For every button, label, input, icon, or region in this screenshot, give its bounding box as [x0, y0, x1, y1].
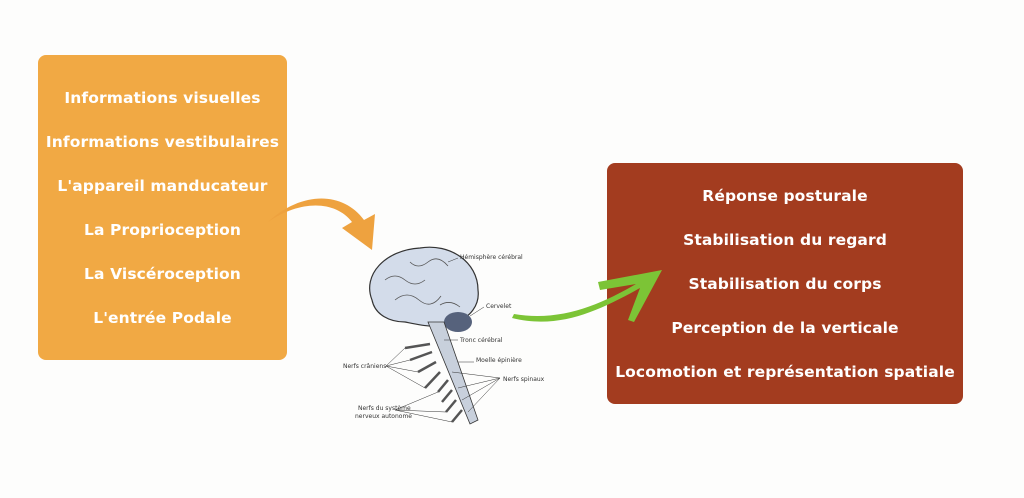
output-item: Locomotion et représentation spatiale	[615, 362, 955, 381]
label-nerfs-autonome-2: nerveux autonome	[355, 413, 412, 420]
output-item: Réponse posturale	[702, 186, 868, 205]
sensory-inputs-box: Informations visuelles Informations vest…	[38, 55, 287, 360]
orange-arrow-icon	[268, 198, 375, 250]
label-cervelet: Cervelet	[486, 303, 512, 310]
label-nerfs-craniens: Nerfs crâniens	[343, 363, 386, 370]
input-item: Informations vestibulaires	[45, 132, 280, 151]
input-item: L'appareil manducateur	[57, 176, 268, 195]
input-item: La Viscéroception	[84, 264, 241, 283]
label-nerfs-autonome: Nerfs du système	[358, 405, 411, 412]
output-item: Perception de la verticale	[671, 318, 899, 337]
output-item: Stabilisation du corps	[688, 274, 882, 293]
label-moelle: Moelle épinière	[476, 357, 522, 364]
input-item: L'entrée Podale	[93, 308, 232, 327]
input-item: La Proprioception	[84, 220, 241, 239]
output-item: Stabilisation du regard	[683, 230, 887, 249]
responses-box: Réponse posturale Stabilisation du regar…	[607, 163, 963, 404]
green-arrow-icon	[512, 270, 662, 322]
label-nerfs-spinaux: Nerfs spinaux	[503, 376, 545, 383]
input-item: Informations visuelles	[64, 88, 261, 107]
label-tronc: Tronc cérébral	[459, 337, 503, 344]
label-hemisphere: Hémisphère cérébral	[460, 254, 523, 261]
brain-diagram: Hémisphère cérébral Cervelet Tronc céréb…	[343, 246, 545, 425]
